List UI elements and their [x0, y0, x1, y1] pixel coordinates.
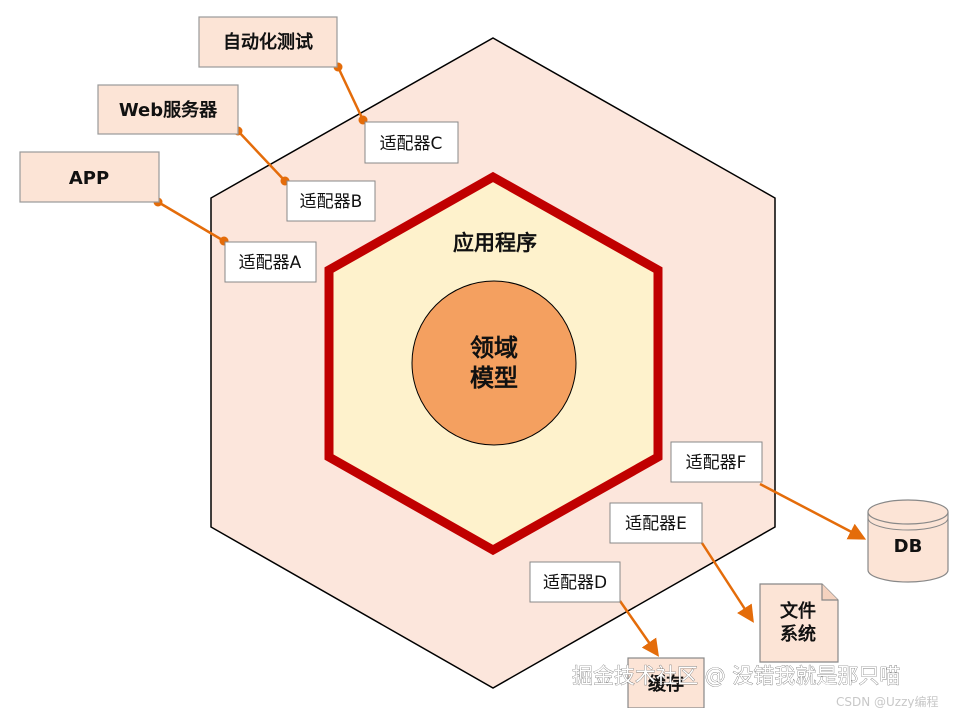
- auto-test-label: 自动化测试: [223, 31, 313, 53]
- arrows: [618, 482, 867, 657]
- adapter-c-label: 适配器C: [380, 134, 443, 154]
- arrow-to-cache: [618, 600, 660, 657]
- db-cylinder: DB: [867, 499, 949, 583]
- application-label: 应用程序: [453, 231, 537, 255]
- adapter-f: 适配器F: [670, 441, 763, 483]
- file-system-document: 文件 系统: [759, 583, 839, 663]
- watermark-credit: CSDN @Uzzy编程: [836, 694, 939, 708]
- adapter-c: 适配器C: [364, 121, 459, 164]
- external-app: APP: [19, 151, 160, 203]
- connector-web-server: [237, 130, 286, 182]
- arrow-to-file-system: [700, 542, 754, 623]
- domain-model-circle: [411, 280, 577, 446]
- web-server-label: Web服务器: [119, 99, 218, 121]
- cache-label: 缓存: [648, 673, 684, 695]
- adapter-b-label: 适配器B: [300, 192, 363, 212]
- adapter-e: 适配器E: [609, 502, 703, 544]
- adapter-a: 适配器A: [224, 241, 317, 283]
- domain-model-label-2: 模型: [470, 364, 518, 392]
- adapter-b: 适配器B: [286, 180, 376, 222]
- adapter-f-label: 适配器F: [686, 453, 747, 473]
- file-system-label-2: 系统: [780, 623, 816, 645]
- adapter-a-label: 适配器A: [239, 253, 302, 273]
- adapter-d: 适配器D: [529, 561, 621, 603]
- connector-auto-test: [336, 66, 365, 121]
- file-system-label-1: 文件: [780, 600, 816, 622]
- domain-model-label-1: 领域: [470, 334, 518, 362]
- app-label: APP: [69, 168, 109, 189]
- cache-box: 缓存: [627, 657, 705, 708]
- watermark-text: 掘金技术社区 @ 没错我就是那只喵: [572, 664, 900, 688]
- db-label: DB: [894, 536, 923, 557]
- external-auto-test: 自动化测试: [198, 16, 338, 68]
- adapter-e-label: 适配器E: [625, 514, 687, 534]
- adapter-d-label: 适配器D: [543, 573, 607, 593]
- connector-app: [157, 200, 225, 243]
- external-web-server: Web服务器: [97, 84, 239, 135]
- connectors: [157, 66, 365, 243]
- arrow-to-db: [759, 482, 867, 540]
